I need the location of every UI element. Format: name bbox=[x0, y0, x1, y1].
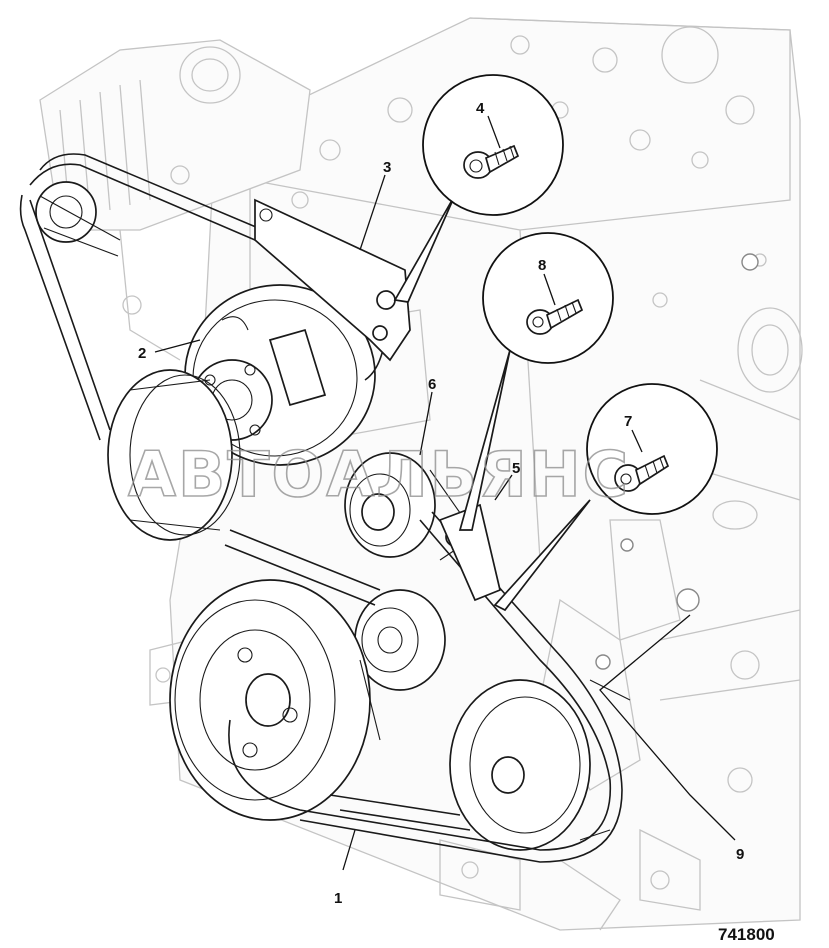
bolt-icon bbox=[463, 144, 520, 179]
engine-bolts bbox=[595, 253, 759, 670]
alternator-pulley bbox=[35, 181, 121, 257]
water-pump-pulley bbox=[184, 284, 376, 466]
callout-2: 2 bbox=[138, 345, 146, 362]
crankshaft-pulley bbox=[169, 579, 381, 821]
steering-pump-pulley bbox=[107, 369, 241, 541]
callout-9: 9 bbox=[736, 846, 744, 863]
leader-lines bbox=[154, 115, 736, 871]
detail-circle-8 bbox=[458, 232, 614, 531]
pump-bracket bbox=[254, 198, 411, 362]
callout-1: 1 bbox=[334, 890, 342, 907]
callout-labels: 1 2 3 4 5 6 7 8 9 bbox=[138, 100, 744, 907]
detail-circle-7 bbox=[493, 383, 718, 612]
callout-5: 5 bbox=[512, 460, 520, 477]
callout-4: 4 bbox=[476, 100, 485, 117]
callout-7: 7 bbox=[624, 413, 632, 430]
bolt-icon bbox=[526, 298, 584, 335]
ac-compressor-pulley bbox=[449, 679, 631, 851]
callout-6: 6 bbox=[428, 376, 436, 393]
callout-8: 8 bbox=[538, 257, 546, 274]
bolt-icon bbox=[614, 454, 670, 492]
figure-number: 741800 bbox=[718, 925, 775, 944]
detail-circle-4 bbox=[393, 74, 564, 303]
callout-3: 3 bbox=[383, 159, 391, 176]
watermark-text: АВТОАЛЬЯНС bbox=[128, 438, 630, 511]
